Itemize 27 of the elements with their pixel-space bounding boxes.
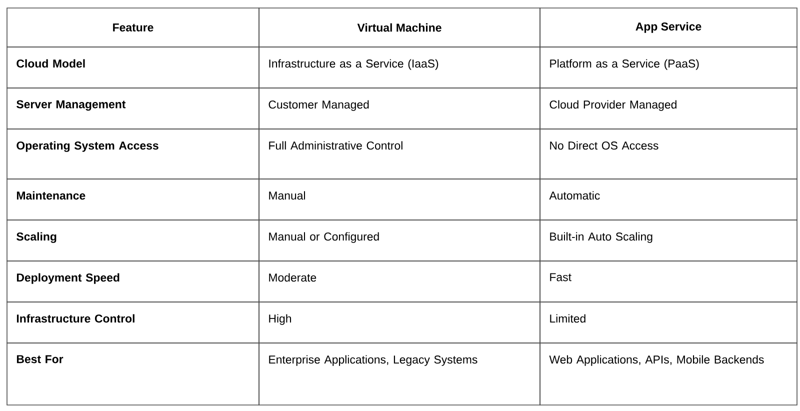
table-cell: Scaling — [6, 220, 260, 262]
table-cell: Best For — [6, 342, 260, 406]
table-cell: Cloud Model — [6, 46, 260, 88]
header-cell: App Service — [540, 8, 798, 48]
table-cell: Web Applications, APIs, Mobile Backends — [540, 342, 798, 406]
table-cell: Limited — [540, 302, 798, 344]
table-cell: Built-in Auto Scaling — [540, 220, 798, 262]
table-cell: Enterprise Applications, Legacy Systems — [258, 342, 540, 406]
table-cell: Customer Managed — [258, 88, 540, 130]
header-cell: Virtual Machine — [258, 8, 540, 48]
table-cell: Deployment Speed — [6, 260, 260, 302]
table-cell: Manual — [258, 178, 540, 220]
table-cell: Platform as a Service (PaaS) — [540, 46, 798, 88]
table-cell: No Direct OS Access — [540, 128, 798, 180]
table-cell: Moderate — [258, 260, 540, 302]
table-cell: Automatic — [540, 178, 798, 220]
table-cell: Maintenance — [6, 178, 260, 220]
table-cell: Fast — [540, 260, 798, 302]
table-cell: Full Administrative Control — [258, 128, 540, 180]
table-cell: Operating System Access — [6, 128, 260, 180]
table-cell: Cloud Provider Managed — [540, 88, 798, 130]
table-cell: Infrastructure Control — [6, 302, 260, 344]
table-cell: Server Management — [6, 88, 260, 130]
table-cell: Manual or Configured — [258, 220, 540, 262]
table-cell: High — [258, 302, 540, 344]
header-cell: Feature — [6, 8, 260, 48]
table-cell: Infrastructure as a Service (IaaS) — [258, 46, 540, 88]
